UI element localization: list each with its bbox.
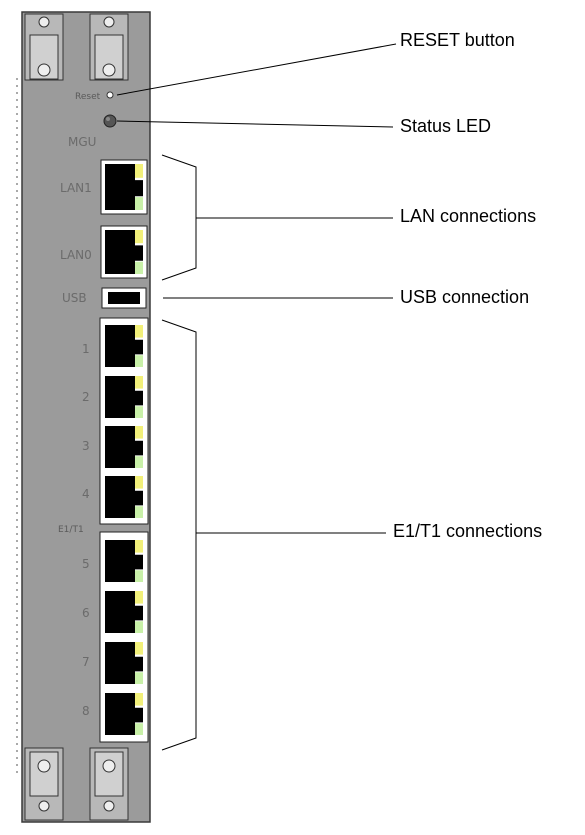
lan1-port[interactable] bbox=[100, 159, 148, 215]
port-led-green bbox=[135, 621, 143, 633]
e1t1-port-label: 4 bbox=[82, 487, 90, 501]
port-led-green bbox=[135, 723, 143, 735]
port-led-green bbox=[135, 261, 143, 274]
reset-button[interactable] bbox=[106, 91, 114, 99]
port-led-green bbox=[135, 506, 143, 518]
usb-label: USB bbox=[62, 291, 87, 305]
top-left-bracket bbox=[24, 13, 64, 81]
e1t1-port-labels: 1 2 3 4 5 6 7 8 bbox=[82, 342, 90, 718]
port-led-yellow bbox=[135, 376, 143, 389]
usb-callout: USB connection bbox=[400, 287, 529, 307]
port-led-yellow bbox=[135, 591, 143, 604]
callout-lines bbox=[116, 43, 397, 751]
e1t1-port-label: 1 bbox=[82, 342, 90, 356]
e1t1-ports bbox=[105, 325, 143, 735]
e1t1-bracket bbox=[161, 319, 197, 751]
e1t1-port-label: 2 bbox=[82, 390, 90, 404]
lan0-label: LAN0 bbox=[60, 248, 92, 262]
e1t1-port-2[interactable] bbox=[105, 376, 143, 418]
screw-icon bbox=[103, 16, 115, 28]
lan-callout: LAN connections bbox=[400, 206, 536, 226]
e1t1-port-4[interactable] bbox=[105, 476, 143, 518]
status-led bbox=[103, 114, 117, 128]
port-led-yellow bbox=[135, 540, 143, 553]
e1t1-label: E1/T1 bbox=[58, 525, 84, 535]
reset-callout-line bbox=[116, 43, 397, 96]
lan0-port[interactable] bbox=[100, 225, 148, 279]
e1t1-port-label: 3 bbox=[82, 439, 90, 453]
port-led-yellow bbox=[135, 164, 143, 178]
e1t1-port-3[interactable] bbox=[105, 426, 143, 468]
e1t1-port-1[interactable] bbox=[105, 325, 143, 367]
reset-callout: RESET button bbox=[400, 30, 515, 50]
port-led-yellow bbox=[135, 230, 143, 244]
e1t1-callout: E1/T1 connections bbox=[393, 521, 542, 541]
port-led-yellow bbox=[135, 476, 143, 489]
port-led-green bbox=[135, 570, 143, 582]
lan-bracket bbox=[161, 154, 197, 281]
screw-icon bbox=[102, 63, 116, 77]
e1t1-port-5[interactable] bbox=[105, 540, 143, 582]
lan1-label: LAN1 bbox=[60, 181, 92, 195]
e1t1-port-7[interactable] bbox=[105, 642, 143, 684]
module-label: MGU bbox=[68, 135, 96, 149]
e1t1-port-label: 6 bbox=[82, 606, 90, 620]
status-led-callout-line bbox=[116, 120, 394, 128]
lan-ports bbox=[100, 159, 148, 279]
port-led-yellow bbox=[135, 325, 143, 338]
e1t1-port-label: 5 bbox=[82, 557, 90, 571]
screw-icon bbox=[37, 759, 51, 773]
port-led-green bbox=[135, 672, 143, 684]
reset-label: Reset bbox=[75, 92, 101, 102]
port-led-yellow bbox=[135, 642, 143, 655]
port-led-green bbox=[135, 406, 143, 418]
top-right-bracket bbox=[89, 13, 129, 81]
port-led-yellow bbox=[135, 426, 143, 439]
screw-icon bbox=[37, 63, 51, 77]
e1t1-port-6[interactable] bbox=[105, 591, 143, 633]
port-led-green bbox=[135, 456, 143, 468]
status-led-callout: Status LED bbox=[400, 116, 491, 136]
bottom-right-bracket bbox=[89, 747, 129, 821]
port-led-green bbox=[135, 197, 143, 210]
screw-icon bbox=[103, 800, 115, 812]
e1t1-port-label: 8 bbox=[82, 704, 90, 718]
e1t1-port-label: 7 bbox=[82, 655, 90, 669]
e1t1-port-8[interactable] bbox=[105, 693, 143, 735]
port-led-yellow bbox=[135, 693, 143, 706]
screw-icon bbox=[38, 800, 50, 812]
port-led-green bbox=[135, 355, 143, 367]
screw-icon bbox=[102, 759, 116, 773]
screw-icon bbox=[38, 16, 50, 28]
bottom-left-bracket bbox=[24, 747, 64, 821]
